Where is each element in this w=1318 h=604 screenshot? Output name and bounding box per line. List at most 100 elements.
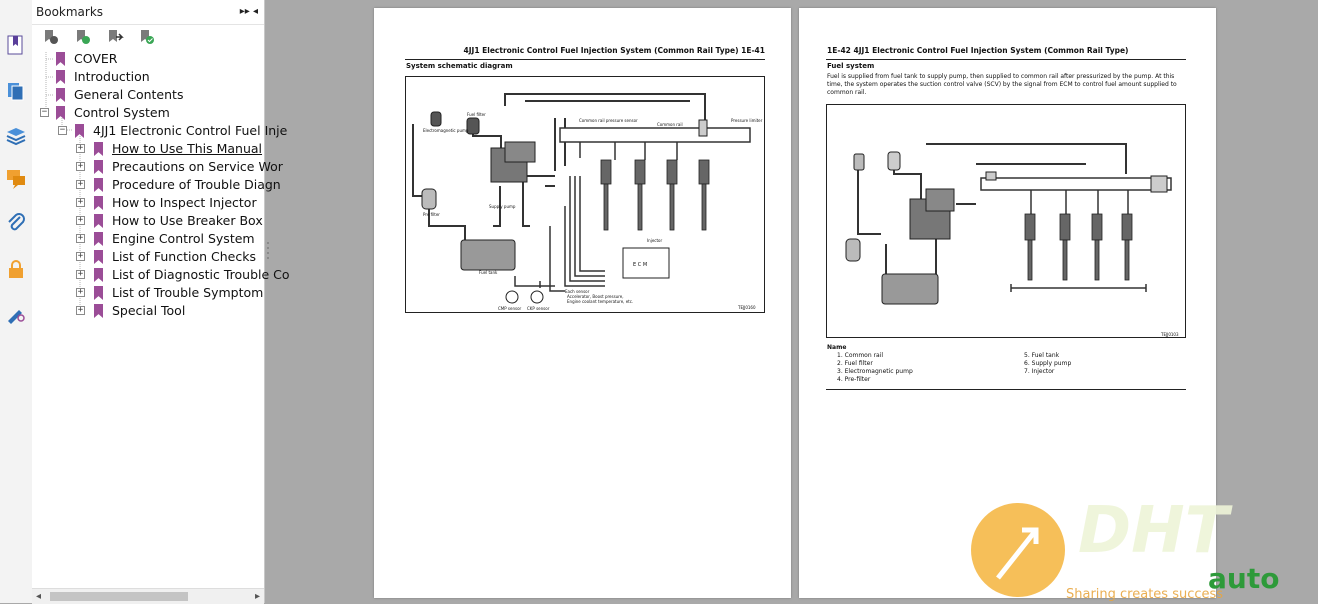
attachments-icon[interactable] <box>5 212 27 234</box>
bookmark-label: How to Use This Manual <box>112 141 263 156</box>
expand-toggle-icon[interactable]: + <box>76 197 85 207</box>
expand-toggle-icon[interactable]: + <box>76 233 85 243</box>
header-rule <box>826 59 1186 60</box>
horizontal-scrollbar[interactable]: ◂ ▸ <box>32 588 264 604</box>
bookmark-label: Control System <box>74 105 170 120</box>
expand-toggle-icon[interactable]: + <box>76 215 85 225</box>
comments-icon[interactable] <box>5 168 27 190</box>
bookmark-icon <box>56 88 65 102</box>
diagram-label: Accelerator, Boost pressure, <box>567 294 624 299</box>
body-text: Fuel is supplied from fuel tank to suppl… <box>827 73 1177 96</box>
header-rule <box>405 59 765 60</box>
watermark-big-text: DHT <box>1078 494 1233 568</box>
diagram-label: Engine coolant temperature, etc. <box>567 299 633 304</box>
watermark-tagline: Sharing creates success <box>1066 587 1223 602</box>
diagram-label: Electromagnetic pump <box>423 128 469 133</box>
expand-toggle-icon[interactable]: + <box>76 161 85 171</box>
bookmark-icon <box>94 286 103 300</box>
bookmark-label: Special Tool <box>112 303 186 318</box>
layers-icon[interactable] <box>5 124 27 146</box>
diagram-label: Each sensor <box>565 289 590 294</box>
bookmark-icon <box>56 70 65 84</box>
diagram-label: Common rail <box>657 122 683 127</box>
pdf-page-left: 4JJ1 Electronic Control Fuel Injection S… <box>374 8 791 598</box>
watermark-brand: auto <box>1208 562 1279 595</box>
bookmark-icon <box>94 142 103 156</box>
diagram-label: Pre filter <box>423 212 440 217</box>
signatures-icon[interactable] <box>5 302 27 324</box>
bookmark-label: Precautions on Service Wor <box>112 159 283 174</box>
bookmark-label: COVER <box>74 51 118 66</box>
bookmark-label: 4JJ1 Electronic Control Fuel Inje <box>93 123 288 138</box>
bookmark-properties-icon[interactable] <box>138 28 156 46</box>
go-to-bookmark-icon[interactable] <box>106 28 124 46</box>
bookmark-item[interactable]: + Procedure of Trouble Diagn <box>32 176 281 194</box>
bookmark-options-icon[interactable] <box>42 28 60 46</box>
page-header: 4JJ1 Electronic Control Fuel Injection S… <box>463 46 765 55</box>
diagram-label: Common rail pressure sensor <box>579 118 638 123</box>
bookmark-icon <box>56 52 65 66</box>
bookmark-fuel-injection[interactable]: − 4JJ1 Electronic Control Fuel Inje <box>32 122 287 140</box>
bookmark-item[interactable]: + Precautions on Service Wor <box>32 158 283 176</box>
name-heading: Name <box>827 344 847 351</box>
figure-code: TEJJ0160 <box>737 305 756 310</box>
expand-toggle-icon[interactable]: + <box>76 251 85 261</box>
panel-splitter[interactable] <box>266 240 270 264</box>
bookmark-general-contents[interactable]: General Contents <box>32 86 264 104</box>
bookmark-introduction[interactable]: Introduction <box>32 68 264 86</box>
bookmark-item[interactable]: + How to Use Breaker Box <box>32 212 264 230</box>
bookmark-item[interactable]: + How to Inspect Injector <box>32 194 264 212</box>
bookmark-item[interactable]: + Engine Control System <box>32 230 264 248</box>
section-title: Fuel system <box>827 62 875 70</box>
pages-icon[interactable] <box>5 80 27 102</box>
name-list-item: 4. Pre-filter <box>837 376 871 383</box>
diagram-label: CMP sensor <box>498 306 522 311</box>
bookmark-icon <box>75 124 84 138</box>
expand-toggle-icon[interactable]: + <box>76 305 85 315</box>
collapse-toggle-icon[interactable]: − <box>40 107 49 117</box>
bookmark-item[interactable]: + List of Diagnostic Trouble Co <box>32 266 290 284</box>
panel-header: Bookmarks ▸▸ ◂ <box>32 0 264 25</box>
pdf-page-right: 1E-42 4JJ1 Electronic Control Fuel Injec… <box>799 8 1216 598</box>
expand-toggle-icon[interactable]: + <box>76 179 85 189</box>
bookmarks-icon[interactable] <box>5 34 27 56</box>
security-icon[interactable] <box>5 258 27 280</box>
fuel-system-diagram: TEJJ0103 <box>826 104 1186 338</box>
scroll-right-icon[interactable]: ▸ <box>254 591 260 602</box>
section-title: System schematic diagram <box>406 62 513 70</box>
add-bookmark-icon[interactable] <box>74 28 92 46</box>
expand-toggle-icon[interactable]: + <box>76 269 85 279</box>
bookmark-label: General Contents <box>74 87 184 102</box>
panel-header-controls[interactable]: ▸▸ ◂ <box>239 6 258 17</box>
bookmark-label: List of Diagnostic Trouble Co <box>112 267 290 282</box>
diagram-label: CKP sensor <box>527 306 550 311</box>
bookmark-control-system[interactable]: − Control System <box>32 104 264 122</box>
bookmark-item[interactable]: + Special Tool <box>32 302 264 320</box>
collapse-toggle-icon[interactable]: − <box>58 125 67 135</box>
bookmark-label: Procedure of Trouble Diagn <box>112 177 281 192</box>
bookmark-icon <box>94 196 103 210</box>
bookmark-label: List of Trouble Symptom <box>112 285 264 300</box>
scroll-left-icon[interactable]: ◂ <box>36 591 42 602</box>
bookmark-icon <box>94 232 103 246</box>
bookmark-label: How to Inspect Injector <box>112 195 257 210</box>
diagram-label: E C M <box>633 262 647 268</box>
bookmark-item[interactable]: + List of Trouble Symptom <box>32 284 264 302</box>
bookmark-label: List of Function Checks <box>112 249 256 264</box>
bookmark-item[interactable]: + List of Function Checks <box>32 248 264 266</box>
bottom-rule <box>826 389 1186 390</box>
bookmark-icon <box>94 268 103 282</box>
diagram-label: Injector <box>647 238 663 243</box>
name-list-item: 7. Injector <box>1024 368 1055 375</box>
bookmark-cover[interactable]: COVER <box>32 50 264 68</box>
panel-title: Bookmarks <box>36 5 104 19</box>
expand-toggle-icon[interactable]: + <box>76 143 85 153</box>
bookmark-label: How to Use Breaker Box <box>112 213 263 228</box>
expand-toggle-icon[interactable]: + <box>76 287 85 297</box>
name-list-item: 5. Fuel tank <box>1024 352 1060 359</box>
watermark-logo: DHT auto Sharing creates success <box>971 494 1279 602</box>
scroll-thumb[interactable] <box>50 592 188 601</box>
bookmark-item[interactable]: + How to Use This Manual <box>32 140 264 158</box>
bookmark-icon <box>94 178 103 192</box>
page-header: 1E-42 4JJ1 Electronic Control Fuel Injec… <box>827 46 1129 55</box>
